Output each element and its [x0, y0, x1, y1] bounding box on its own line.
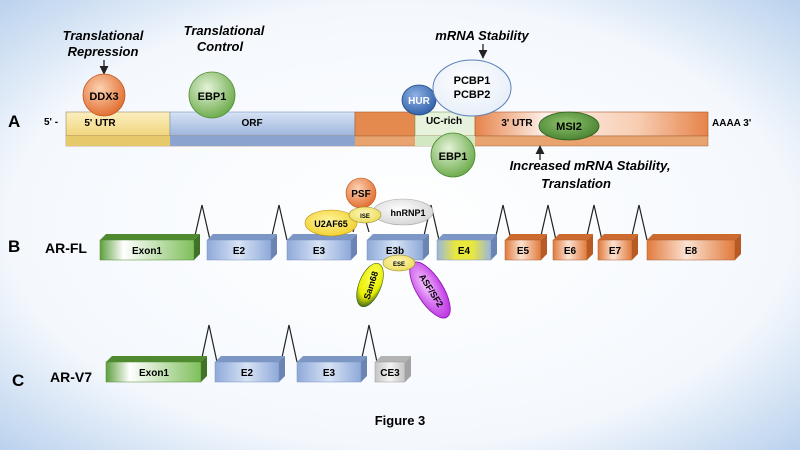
ar-v7-exon-ce3: CE3	[374, 356, 411, 383]
ar-fl-label: AR-FL	[45, 240, 87, 256]
figure-caption: Figure 3	[375, 413, 426, 428]
msi2-protein: MSI2	[538, 111, 600, 141]
ar-fl-exon-4-label: E4	[458, 246, 471, 257]
ar-fl-exon-7-label: E7	[609, 246, 622, 257]
utr3-left-segment	[354, 111, 416, 137]
ar-fl-exon-3-label: E3	[313, 246, 326, 257]
ddx3-protein: DDX3	[82, 73, 126, 117]
translational-repression-line2: Repression	[68, 44, 139, 59]
increased-stability-line1: Increased mRNA Stability,	[510, 158, 671, 173]
mrna-transcript: 5' - 5' UTR ORF UC-rich 3' UTR AAAA 3'	[44, 111, 751, 147]
ar-v7-label: AR-V7	[50, 369, 92, 385]
translational-repression-line1: Translational	[63, 28, 144, 43]
ar-v7-exon-3-label: E3	[323, 368, 336, 379]
ar-v7-exon-1: Exon1	[105, 356, 207, 383]
ise-element: ISE	[348, 206, 382, 224]
ese-element: ESE	[382, 254, 416, 272]
increased-stability-line2: Translation	[541, 176, 611, 191]
psf-label: PSF	[351, 189, 370, 200]
ar-fl-exon-4: E4	[436, 234, 497, 261]
utr5-bottom-face	[66, 136, 170, 146]
annotation-increased-stability: Increased mRNA Stability, Translation	[510, 145, 671, 191]
u2af65-protein: U2AF65	[304, 209, 358, 237]
hur-protein: HUR	[401, 84, 437, 116]
ar-fl-exon-3: E3	[286, 234, 357, 261]
ar-fl-exon-3b-label: E3b	[386, 246, 404, 257]
annotation-translational-control: Translational Control	[184, 23, 265, 54]
ar-v7-exon-2-label: E2	[241, 368, 254, 379]
ar-v7-exon-2: E2	[214, 356, 285, 383]
orf-label: ORF	[241, 118, 262, 129]
pcbp2-label: PCBP2	[454, 89, 491, 101]
panel-label-a: A	[8, 112, 20, 131]
ise-label: ISE	[360, 214, 370, 220]
uc-rich-label: UC-rich	[426, 116, 462, 127]
ar-fl-exon-5-label: E5	[517, 246, 530, 257]
ar-fl-exon-5: E5	[504, 234, 547, 261]
five-prime-label: 5' -	[44, 117, 58, 128]
msi2-label: MSI2	[556, 121, 582, 133]
ar-fl-exon-1: Exon1	[99, 234, 200, 261]
poly-a-label: AAAA 3'	[712, 118, 751, 129]
ese-label: ESE	[393, 262, 405, 268]
sam68-protein: Sam68	[356, 262, 384, 308]
panel-label-c: C	[12, 371, 24, 390]
ar-v7-exon-3: E3	[296, 356, 367, 383]
ar-v7-exon-1-label: Exon1	[139, 368, 169, 379]
ar-fl-exon-7: E7	[597, 234, 638, 261]
ebp1-top-protein: EBP1	[188, 71, 236, 119]
utr5-label: 5' UTR	[84, 118, 116, 129]
ar-fl-exon-3b: E3b	[366, 234, 429, 261]
ar-fl-exon-6-label: E6	[564, 246, 577, 257]
utr3-label: 3' UTR	[501, 118, 533, 129]
utr5-segment	[65, 111, 171, 137]
pcbp-complex: PCBP1 PCBP2	[432, 59, 512, 117]
ebp1-top-label: EBP1	[198, 91, 227, 103]
ar-v7-exon-ce3-label: CE3	[380, 368, 400, 379]
panel-label-b: B	[8, 237, 20, 256]
ar-fl-exon-8: E8	[646, 234, 741, 261]
hnrnp1-protein: hnRNP1	[372, 198, 434, 226]
hur-label: HUR	[408, 96, 430, 107]
orf-bottom-face	[170, 136, 355, 146]
psf-protein: PSF	[345, 177, 377, 209]
annotation-mrna-stability: mRNA Stability	[435, 28, 529, 59]
ar-fl-exons: Exon1 E2 E3 E3b E4	[99, 234, 741, 261]
translational-control-line2: Control	[197, 39, 244, 54]
annotation-translational-repression: Translational Repression	[63, 28, 144, 75]
ebp1-bottom-label: EBP1	[439, 151, 468, 163]
hnrnp1-label: hnRNP1	[390, 208, 425, 218]
ar-v7-exons: Exon1 E2 E3 CE3	[105, 356, 411, 383]
translational-control-line1: Translational	[184, 23, 265, 38]
ddx3-label: DDX3	[89, 91, 118, 103]
mrna-stability-label: mRNA Stability	[435, 28, 529, 43]
ar-fl-exon-2: E2	[206, 234, 277, 261]
ar-fl-exon-1-label: Exon1	[132, 246, 162, 257]
pcbp1-label: PCBP1	[454, 75, 491, 87]
ar-fl-exon-6: E6	[552, 234, 593, 261]
ar-fl-exon-8-label: E8	[685, 246, 698, 257]
ar-fl-exon-2-label: E2	[233, 246, 246, 257]
ar-v7-splice-lines	[200, 324, 378, 363]
ebp1-bottom-protein: EBP1	[430, 132, 476, 178]
u2af65-label: U2AF65	[314, 219, 348, 229]
